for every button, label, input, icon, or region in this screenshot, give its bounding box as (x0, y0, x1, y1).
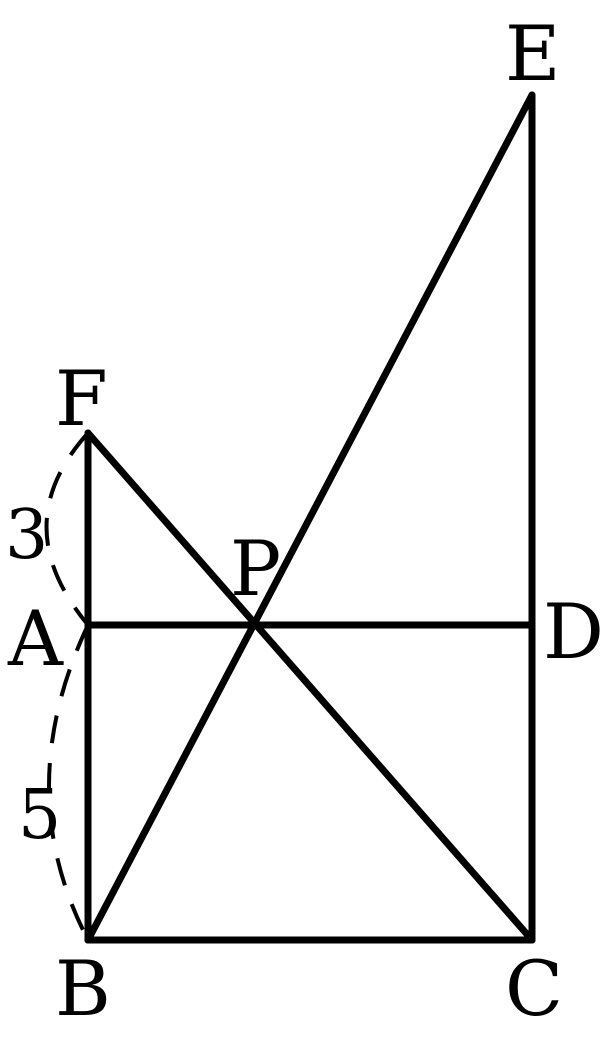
arc-AB-measure (47, 624, 90, 941)
label-point-B: B (55, 944, 111, 1033)
segment-BE (84, 91, 536, 944)
label-point-C: C (505, 944, 563, 1033)
label-length-FA: 3 (5, 496, 48, 575)
label-point-E: E (505, 9, 560, 98)
segment-FC (84, 429, 536, 944)
arc-FA-measure (44, 431, 90, 627)
label-point-P: P (230, 524, 281, 613)
label-point-F: F (55, 354, 108, 443)
label-point-D: D (543, 587, 604, 676)
label-length-AB: 5 (18, 776, 61, 855)
label-point-A: A (7, 594, 64, 683)
